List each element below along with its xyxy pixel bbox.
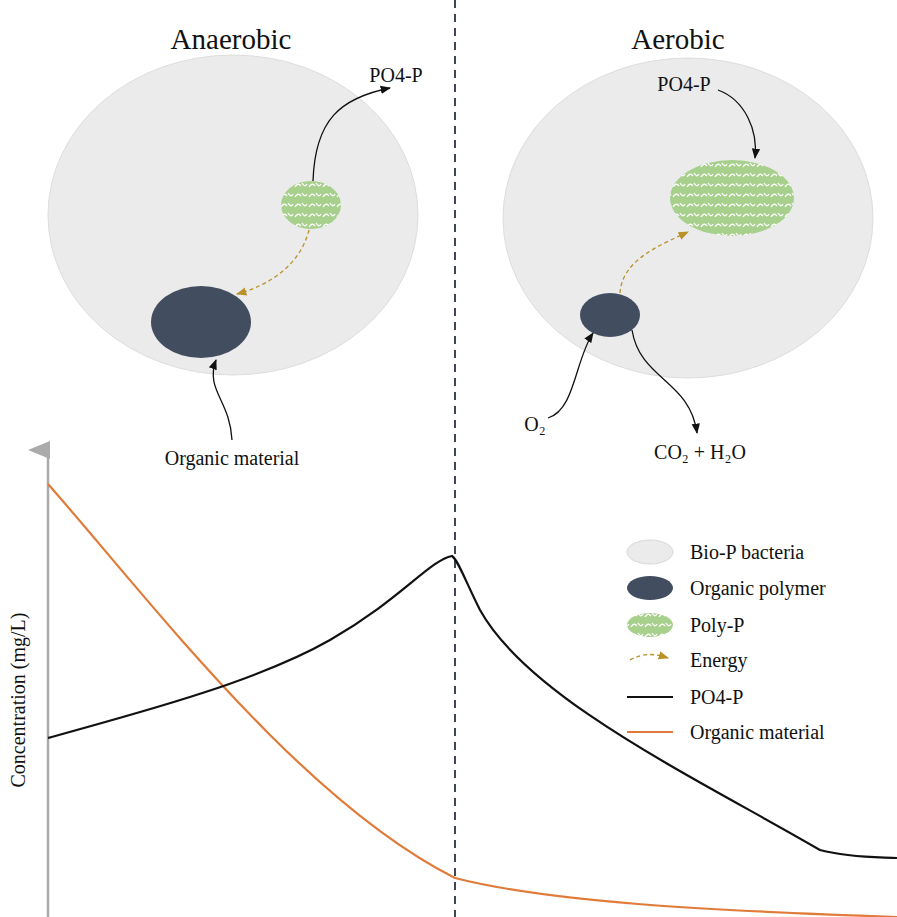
legend-sample [627, 613, 673, 637]
oxygen-arrow [548, 333, 593, 418]
bacteria-cell [503, 58, 873, 378]
poly-p-granule [281, 181, 341, 229]
energy-arrow [620, 232, 688, 293]
y-axis [47, 450, 50, 917]
compound-label: CO₂ + H₂O [654, 441, 746, 463]
legend-sample [627, 696, 673, 698]
legend-sample [630, 655, 668, 661]
poly-p-granule [670, 160, 794, 236]
uptake-arrow [718, 90, 755, 158]
organic-curve [48, 484, 897, 917]
compound-label: PO4-P [657, 73, 710, 95]
product-arrow [632, 330, 697, 433]
release-arrow [313, 88, 390, 181]
legend-text: Energy [690, 649, 747, 671]
phase-heading: Anaerobic [171, 24, 292, 56]
compound-label: Organic material [165, 447, 300, 469]
legend-sample [627, 731, 673, 733]
uptake-arrow [213, 360, 232, 440]
compound-label: PO4-P [369, 64, 422, 86]
legend-text: Organic polymer [690, 577, 826, 599]
legend-text: Bio-P bacteria [690, 541, 804, 563]
energy-arrow [237, 230, 309, 294]
phosphate-curve [48, 556, 897, 858]
organic-polymer [151, 286, 251, 358]
phase-divider [454, 0, 456, 917]
phase-heading: Aerobic [631, 24, 724, 56]
legend-text: PO4-P [690, 686, 743, 708]
legend-text: Organic material [690, 721, 825, 743]
legend-swatch [627, 576, 673, 600]
compound-label: O₂ [524, 413, 545, 435]
legend-swatch [627, 540, 673, 564]
legend-text: Poly-P [690, 614, 744, 636]
organic-polymer [580, 293, 640, 337]
bacteria-cell [48, 55, 418, 375]
axis-label: Concentration (mg/L) [7, 613, 29, 788]
